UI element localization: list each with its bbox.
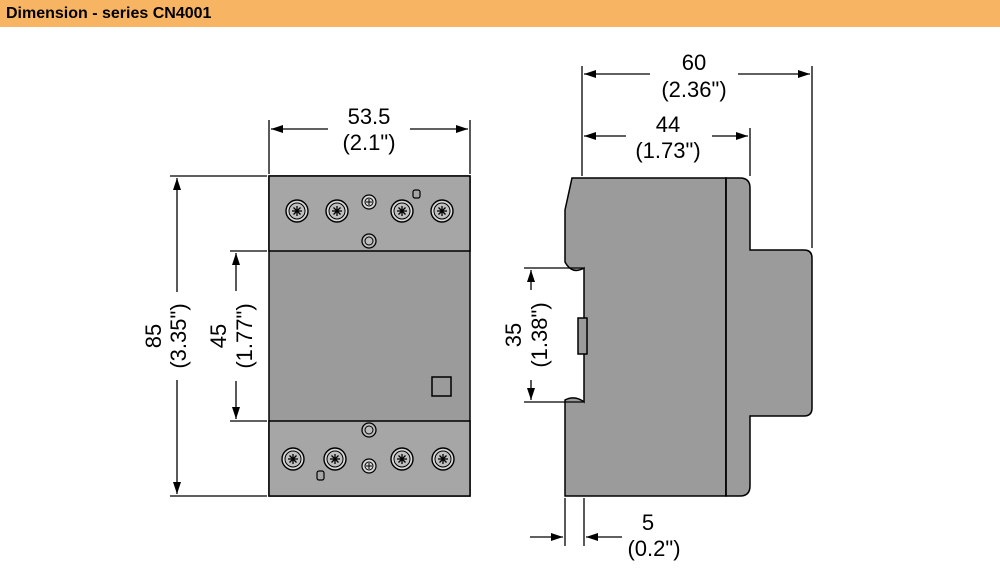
front-middle-mm: 45 — [206, 324, 231, 348]
rail-clip — [577, 317, 588, 355]
side-body — [564, 177, 727, 497]
top-screws — [285, 189, 454, 249]
side-clip-mm: 5 — [642, 510, 654, 535]
side-depth-body-inch: (1.73") — [635, 138, 700, 163]
front-height-mm: 85 — [141, 324, 166, 348]
side-cover — [725, 177, 813, 497]
bottom-screws — [281, 422, 455, 481]
indicator-window — [431, 376, 452, 397]
side-depth-total-inch: (2.36") — [661, 77, 726, 102]
front-view — [268, 175, 471, 497]
front-width-mm: 53.5 — [348, 104, 391, 129]
side-clip-inch: (0.2") — [627, 536, 680, 561]
page-title: Dimension - series CN4001 — [0, 0, 1000, 27]
front-height-inch: (3.35") — [166, 303, 191, 368]
front-width-inch: (2.1") — [342, 130, 395, 155]
side-view — [564, 177, 813, 497]
side-depth-body-mm: 44 — [656, 112, 680, 137]
side-depth-total-mm: 60 — [682, 50, 706, 75]
front-middle-inch: (1.77") — [232, 303, 257, 368]
side-rail-inch: (1.38") — [527, 302, 552, 367]
side-rail-mm: 35 — [501, 323, 526, 347]
